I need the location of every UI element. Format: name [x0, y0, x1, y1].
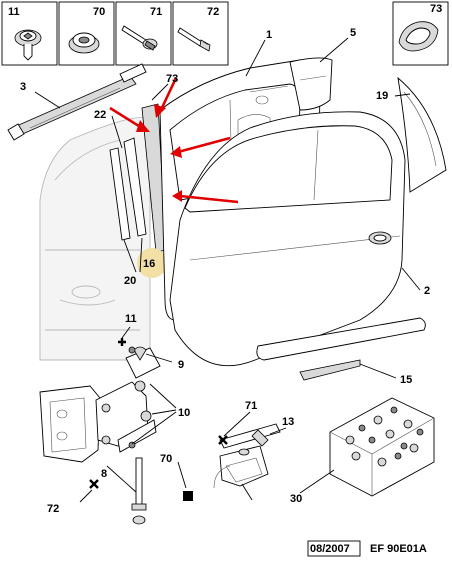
callout-72: 72	[47, 503, 59, 515]
header-label-71: 71	[150, 6, 162, 18]
hex-bolt-icon	[177, 27, 211, 52]
callout-16-highlight	[137, 248, 167, 278]
header-box-73: 73	[392, 1, 449, 66]
flange-bolt-icon	[121, 25, 158, 51]
cross-marker-72	[89, 479, 99, 489]
callout-3: 3	[20, 81, 26, 93]
header-box-11: 11	[1, 1, 58, 66]
callout-9: 9	[178, 359, 184, 371]
callout-30: 30	[290, 493, 302, 505]
door-check-strap	[183, 423, 281, 501]
diagram-footer: 08/2007 EF 90E01A	[307, 540, 427, 557]
hinge-pin-8	[131, 457, 147, 525]
footer-date-box	[307, 540, 361, 557]
footer-reference: EF 90E01A	[370, 543, 427, 555]
vehicle-body-outline	[39, 117, 151, 361]
hinge-clip-9	[133, 346, 147, 361]
callout-10: 10	[178, 407, 190, 419]
part-15-lower-molding	[256, 317, 426, 381]
callout-8: 8	[101, 468, 107, 480]
callout-19: 19	[376, 90, 388, 102]
footer-date: 08/2007	[310, 543, 350, 555]
part-2-rear-door-outer	[169, 111, 406, 367]
rivet-nut-icon	[68, 32, 100, 54]
torx-screw-icon	[14, 29, 42, 61]
callout-70: 70	[160, 453, 172, 465]
plastic-clip-icon	[398, 21, 439, 52]
part-16-frame-strip	[137, 103, 167, 278]
header-label-11: 11	[8, 6, 20, 18]
callout-5: 5	[350, 27, 356, 39]
callout-13: 13	[282, 416, 294, 428]
callout-71: 71	[245, 400, 257, 412]
callout-16: 16	[143, 258, 155, 270]
cross-marker-71	[218, 435, 228, 445]
header-label-70: 70	[93, 6, 105, 18]
hinge-screw-11	[128, 346, 136, 354]
header-label-72: 72	[207, 6, 219, 18]
part-3-door-check-strut	[7, 63, 147, 141]
callout-15: 15	[400, 374, 412, 386]
leader-lines	[34, 37, 421, 503]
clip-kit-30	[329, 397, 435, 497]
callout-20: 20	[124, 275, 136, 287]
part-5-upper-trim	[289, 57, 333, 111]
callout-1: 1	[266, 29, 272, 41]
cross-marker-11	[118, 338, 126, 346]
callout-11: 11	[125, 313, 137, 325]
header-box-70: 70	[58, 1, 115, 66]
header-box-71: 71	[115, 1, 172, 66]
callout-2: 2	[424, 285, 430, 297]
marker-square-70	[183, 491, 193, 501]
callout-labels: 1 5 3 73 22 19 2 15 16 20 11 9 10 8 72 7…	[20, 27, 430, 515]
assembly-arrows	[109, 77, 239, 204]
assorted-clips	[345, 406, 424, 467]
header-label-73: 73	[430, 3, 442, 15]
part-19-quarter-glass	[397, 76, 447, 193]
callout-73: 73	[166, 73, 178, 85]
header-box-72: 72	[172, 1, 229, 66]
hinge-assembly	[39, 338, 161, 525]
callout-22: 22	[94, 109, 106, 121]
part-20-window-seals	[109, 137, 147, 241]
